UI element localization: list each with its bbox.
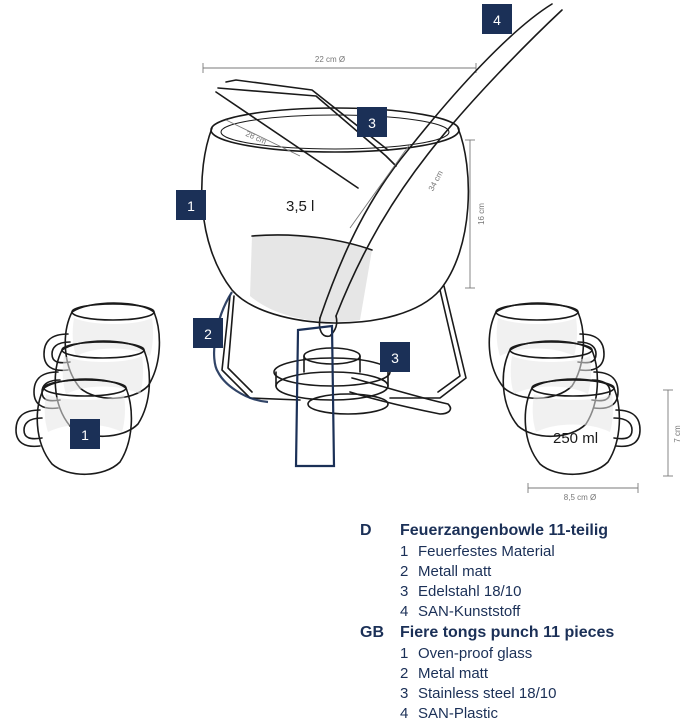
mug-group-right: 250 ml	[488, 302, 641, 476]
badge-stand: 2	[193, 318, 223, 348]
punch-bowl: 3,5 l	[201, 107, 470, 324]
legend-language-code: GB	[360, 624, 384, 641]
badge-tray: 3	[357, 107, 387, 137]
legend-section-title: Feuerzangenbowle 11-teilig	[400, 522, 609, 539]
stand	[212, 285, 467, 404]
bowl-height-label: 16 cm	[477, 203, 486, 225]
svg-text:3: 3	[391, 350, 399, 366]
svg-text:3: 3	[368, 115, 376, 131]
svg-text:4: 4	[493, 12, 501, 28]
bowl-height-dimension: 16 cm	[465, 139, 486, 289]
legend-section-title: Fiere tongs punch 11 pieces	[400, 624, 615, 641]
product-diagram: 22 cm Ø 16 cm 3,5 l 28 cm 34	[15, 3, 682, 502]
svg-text:1: 1	[81, 427, 89, 443]
legend-section-header: D Feuerzangenbowle 11-teilig	[360, 520, 680, 542]
badge-bowl: 1	[176, 190, 206, 220]
mug-diameter-label: 8,5 cm Ø	[564, 493, 596, 502]
burner	[273, 324, 452, 468]
badge-ladle: 4	[482, 4, 512, 34]
mug-height-label: 7 cm	[673, 425, 682, 443]
svg-text:1: 1	[187, 198, 195, 214]
mug-capacity-label: 250 ml	[553, 430, 598, 447]
bowl-capacity-label: 3,5 l	[286, 198, 314, 215]
ladle-length-label: 34 cm	[427, 169, 445, 193]
bowl-diameter-dimension: 22 cm Ø	[202, 55, 477, 73]
badge-burner: 3	[380, 342, 410, 372]
svg-text:2: 2	[204, 326, 212, 342]
bowl-diameter-label: 22 cm Ø	[315, 55, 345, 64]
mug-height-dimension: 7 cm	[663, 389, 682, 477]
legend-section-header: GB Fiere tongs punch 11 pieces	[360, 622, 680, 644]
legend-language-code: D	[360, 522, 372, 539]
mug-diameter-dimension: 8,5 cm Ø	[527, 483, 639, 502]
badge-mug: 1	[70, 419, 100, 449]
